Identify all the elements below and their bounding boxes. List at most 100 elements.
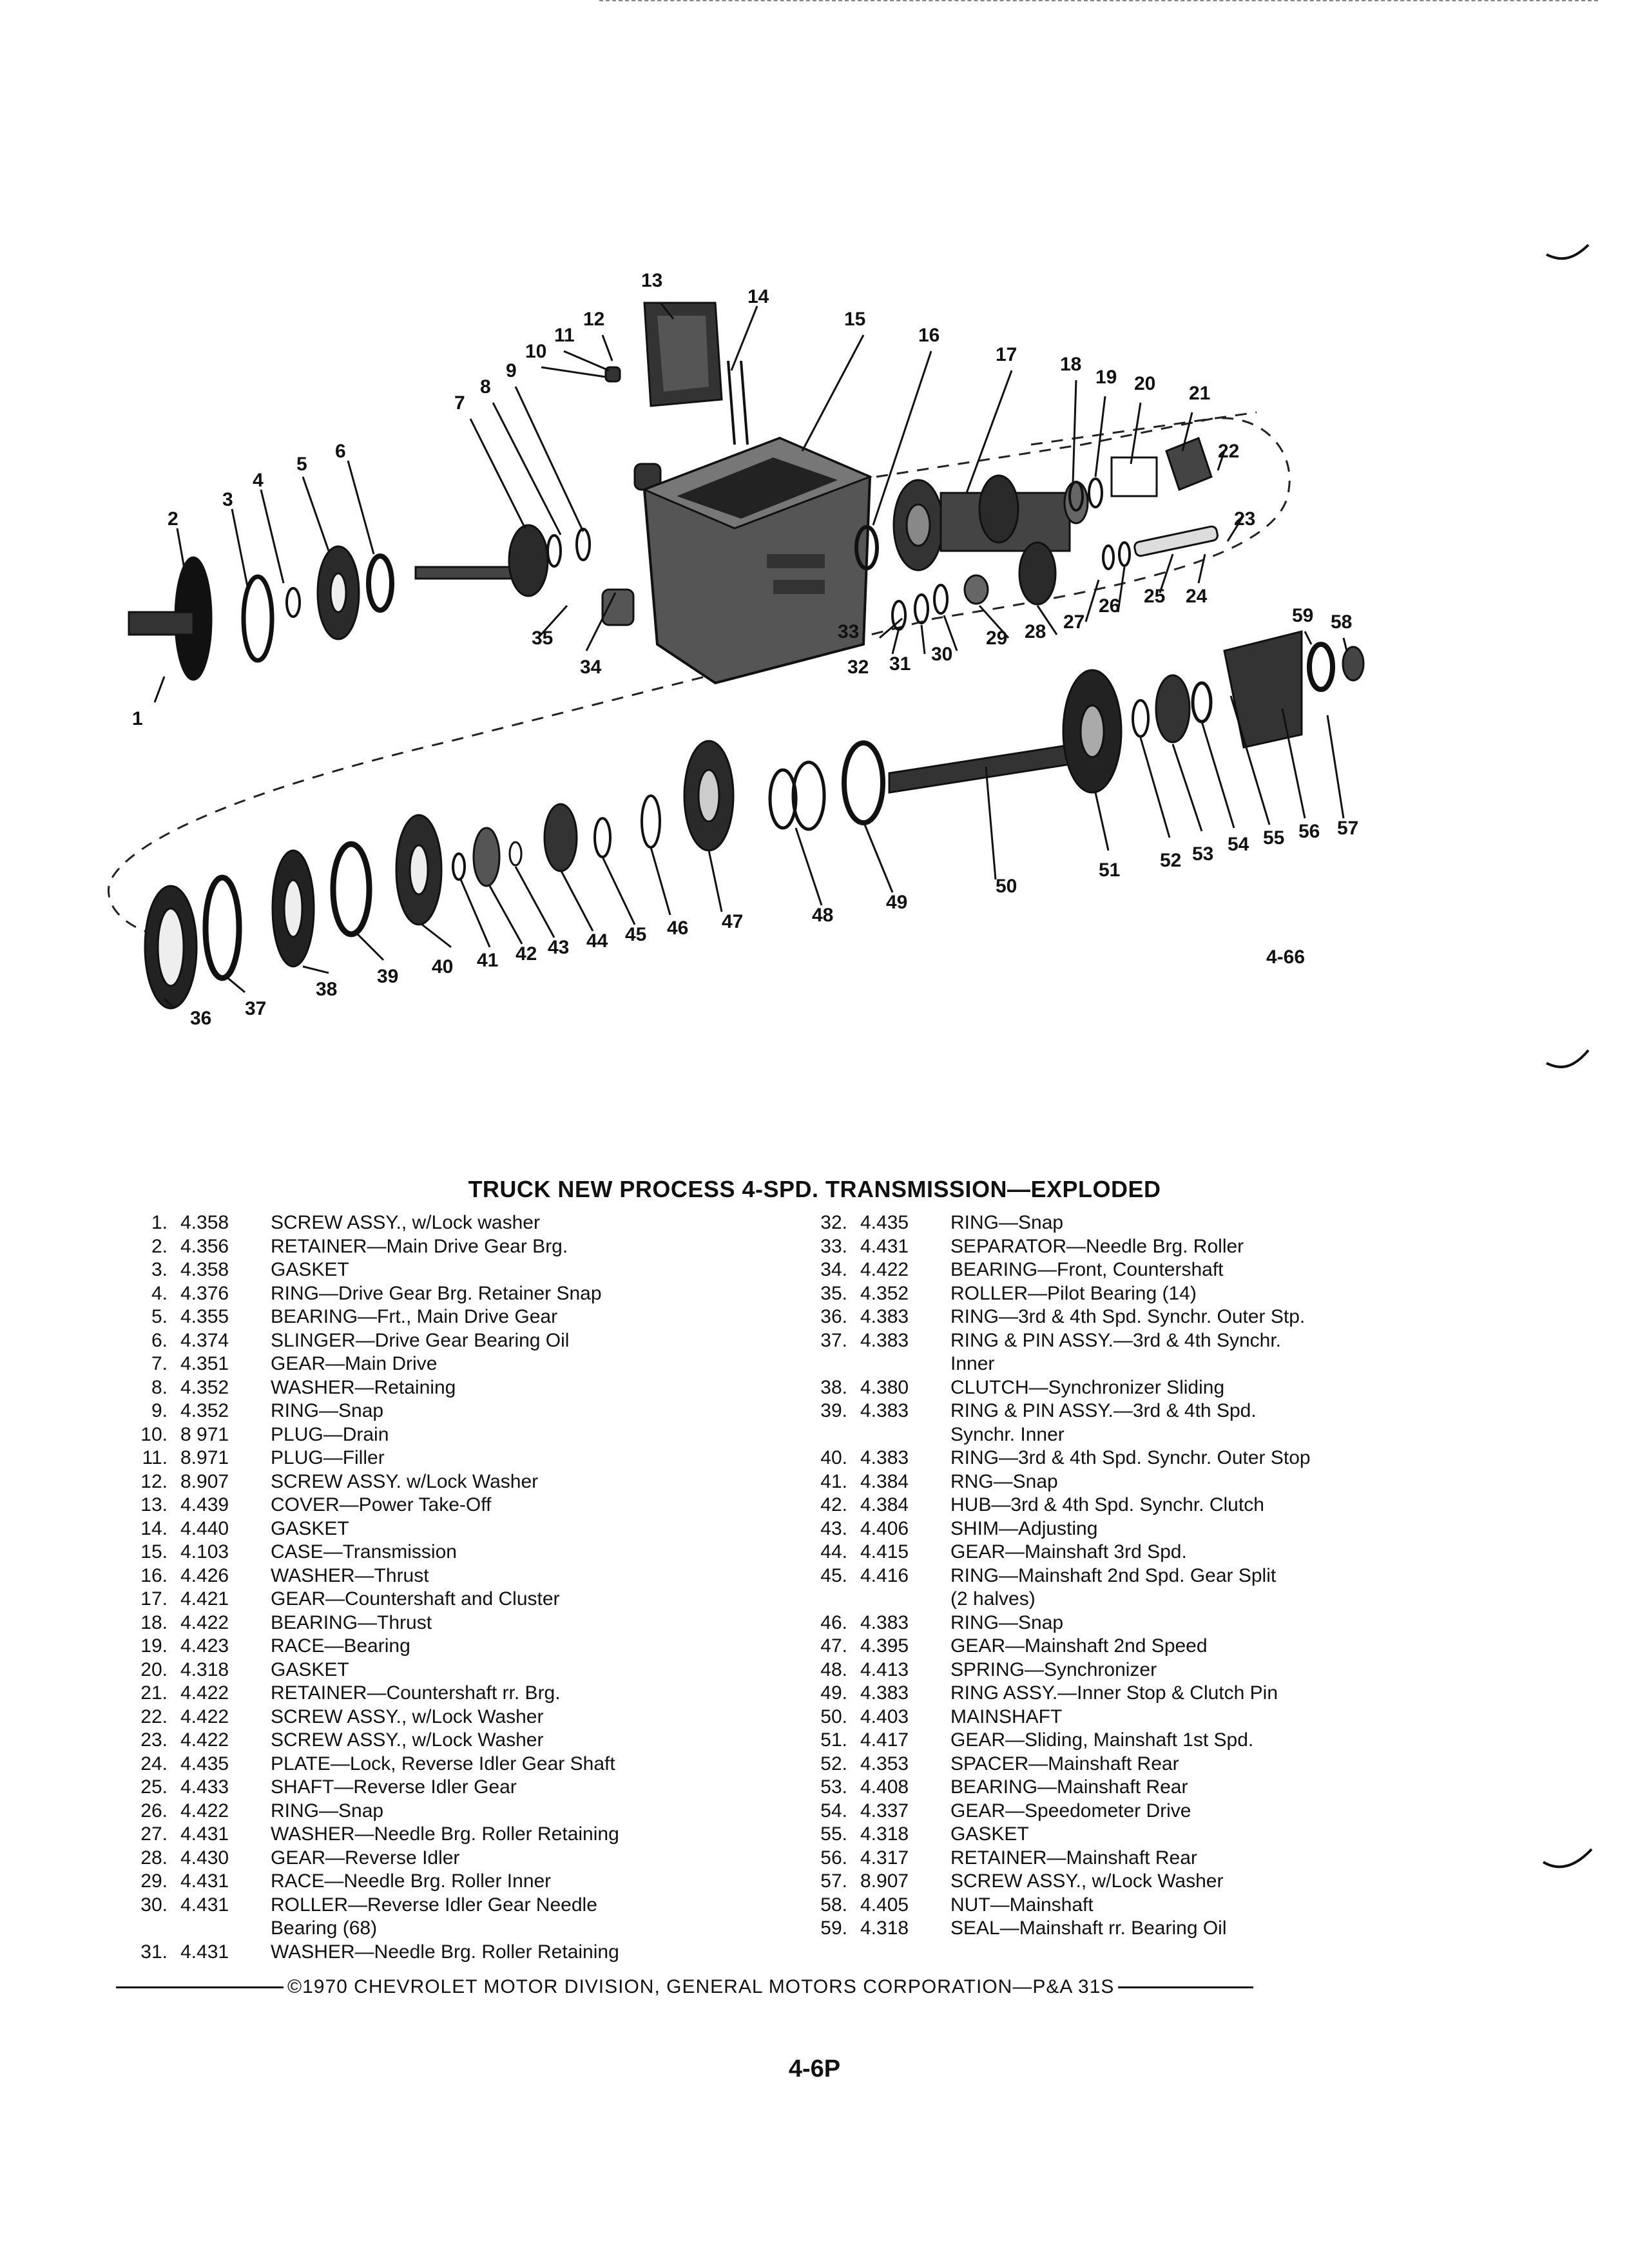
part-number: 50.: [820, 1706, 847, 1727]
part-description-line: SPACER—Mainshaft Rear: [950, 1753, 1179, 1774]
part-description: ROLLER—Pilot Bearing (14): [944, 1282, 1472, 1306]
part-description: PLUG—Drain: [264, 1423, 793, 1447]
part-description-line: RING—Snap: [271, 1800, 384, 1821]
part-description: GASKET: [264, 1258, 793, 1282]
part-code: 4.318: [860, 1917, 909, 1939]
part-description: GEAR—Countershaft and Cluster: [264, 1588, 793, 1611]
callout-18: 18: [1060, 354, 1081, 375]
part-description-line: RING & PIN ASSY.—3rd & 4th Synchr.: [950, 1329, 1282, 1351]
callout-19: 19: [1095, 367, 1117, 388]
part-description: GEAR—Speedometer Drive: [944, 1800, 1472, 1823]
callout-49: 49: [886, 892, 907, 913]
part-description-line: SHIM—Adjusting: [950, 1517, 1098, 1539]
part-code: 4.383: [860, 1329, 909, 1351]
part-description: RING ASSY.—Inner Stop & Clutch Pin: [944, 1682, 1472, 1706]
part-description-line: WASHER—Needle Brg. Roller Retaining: [271, 1823, 619, 1845]
part-description-line: Bearing (68): [271, 1917, 378, 1939]
part-number: 13.: [140, 1494, 168, 1515]
part-description-line: SEAL—Mainshaft rr. Bearing Oil: [950, 1917, 1227, 1939]
part-number: 3.: [151, 1259, 168, 1280]
part-description: WASHER—Thrust: [264, 1564, 793, 1588]
part-description-line: SHAFT—Reverse Idler Gear: [271, 1776, 517, 1798]
part-number: 21.: [140, 1682, 168, 1704]
center-line-dashed: [108, 411, 1291, 936]
part-description: GEAR—Mainshaft 3rd Spd.: [944, 1541, 1472, 1564]
part-description-line: RETAINER—Countershaft rr. Brg.: [271, 1682, 561, 1704]
callout-11: 11: [554, 325, 575, 346]
part-description: GASKET: [264, 1658, 793, 1682]
part-number: 35.: [820, 1282, 847, 1304]
callout-28: 28: [1025, 621, 1046, 642]
callout-17: 17: [996, 344, 1017, 365]
part-code: 4.422: [180, 1800, 229, 1821]
callout-36: 36: [190, 1008, 211, 1029]
part-description-line: GEAR—Sliding, Mainshaft 1st Spd.: [950, 1729, 1254, 1751]
part-description-line: SPRING—Synchronizer: [950, 1658, 1157, 1680]
callout-38: 38: [316, 979, 337, 1000]
part-description: SPACER—Mainshaft Rear: [944, 1753, 1472, 1776]
callout-44: 44: [586, 930, 608, 952]
part-number: 49.: [820, 1682, 847, 1704]
part-code: 4.435: [180, 1753, 229, 1774]
part-description: CLUTCH—Synchronizer Sliding: [944, 1376, 1472, 1400]
callout-33: 33: [838, 621, 859, 642]
callout-16: 16: [918, 325, 940, 346]
part-description-line: GEAR—Mainshaft 2nd Speed: [950, 1635, 1208, 1657]
part-number: 28.: [140, 1847, 168, 1869]
part-description: SCREW ASSY., w/Lock washer: [264, 1211, 793, 1235]
part-description-line: WASHER—Thrust: [271, 1564, 429, 1586]
part-description-line: BEARING—Frt., Main Drive Gear: [271, 1306, 558, 1327]
part-description-line: GASKET: [271, 1517, 349, 1539]
part-code: 4.405: [860, 1894, 909, 1916]
part-number: 30.: [140, 1894, 168, 1916]
part-code: 4.422: [180, 1682, 229, 1704]
part-description-line: RACE—Bearing: [271, 1635, 410, 1657]
part-number: 55.: [820, 1823, 847, 1845]
part-code: 4.435: [860, 1212, 909, 1233]
part-description: MAINSHAFT: [944, 1706, 1472, 1729]
part-description: SCREW ASSY. w/Lock Washer: [264, 1470, 793, 1494]
callout-54: 54: [1228, 834, 1249, 855]
part-description: RING—Snap: [944, 1211, 1472, 1235]
part-description: RING & PIN ASSY.—3rd & 4th Synchr.Inner: [944, 1329, 1472, 1376]
main-drive-gear-group: [128, 366, 662, 681]
callout-5: 5: [296, 454, 307, 475]
part-code: 4.395: [860, 1635, 909, 1657]
part-description-line: SCREW ASSY., w/Lock Washer: [950, 1870, 1224, 1892]
part-description: SPRING—Synchronizer: [944, 1658, 1472, 1682]
part-description-line: SCREW ASSY., w/Lock washer: [271, 1212, 540, 1233]
part-description-line: MAINSHAFT: [950, 1706, 1063, 1727]
part-description-line: RING—3rd & 4th Spd. Synchr. Outer Stop: [950, 1447, 1311, 1468]
part-number: 4.: [151, 1282, 168, 1304]
part-description: RING—3rd & 4th Spd. Synchr. Outer Stp.: [944, 1305, 1472, 1329]
part-description: RNG—Snap: [944, 1470, 1472, 1494]
part-code: 4.408: [860, 1776, 909, 1798]
page-number: 4-6P: [788, 2055, 841, 2082]
part-code: 4.440: [180, 1517, 229, 1539]
part-description-line: GEAR—Main Drive: [271, 1353, 438, 1374]
callout-41: 41: [477, 950, 498, 971]
part-number: 27.: [140, 1823, 168, 1845]
part-code: 4.103: [180, 1541, 229, 1562]
callout-29: 29: [986, 628, 1007, 649]
mainshaft-group: [144, 630, 1365, 1010]
callout-26: 26: [1099, 595, 1120, 617]
part-number: 10.: [140, 1423, 168, 1445]
callout-labels: 1 2 3 4 5 6 7 8 9 10 11 12 13 14 15 16 1…: [132, 270, 1358, 1029]
part-description-line: RETAINER—Main Drive Gear Brg.: [271, 1235, 568, 1257]
part-description-line: RING—Snap: [950, 1212, 1064, 1233]
